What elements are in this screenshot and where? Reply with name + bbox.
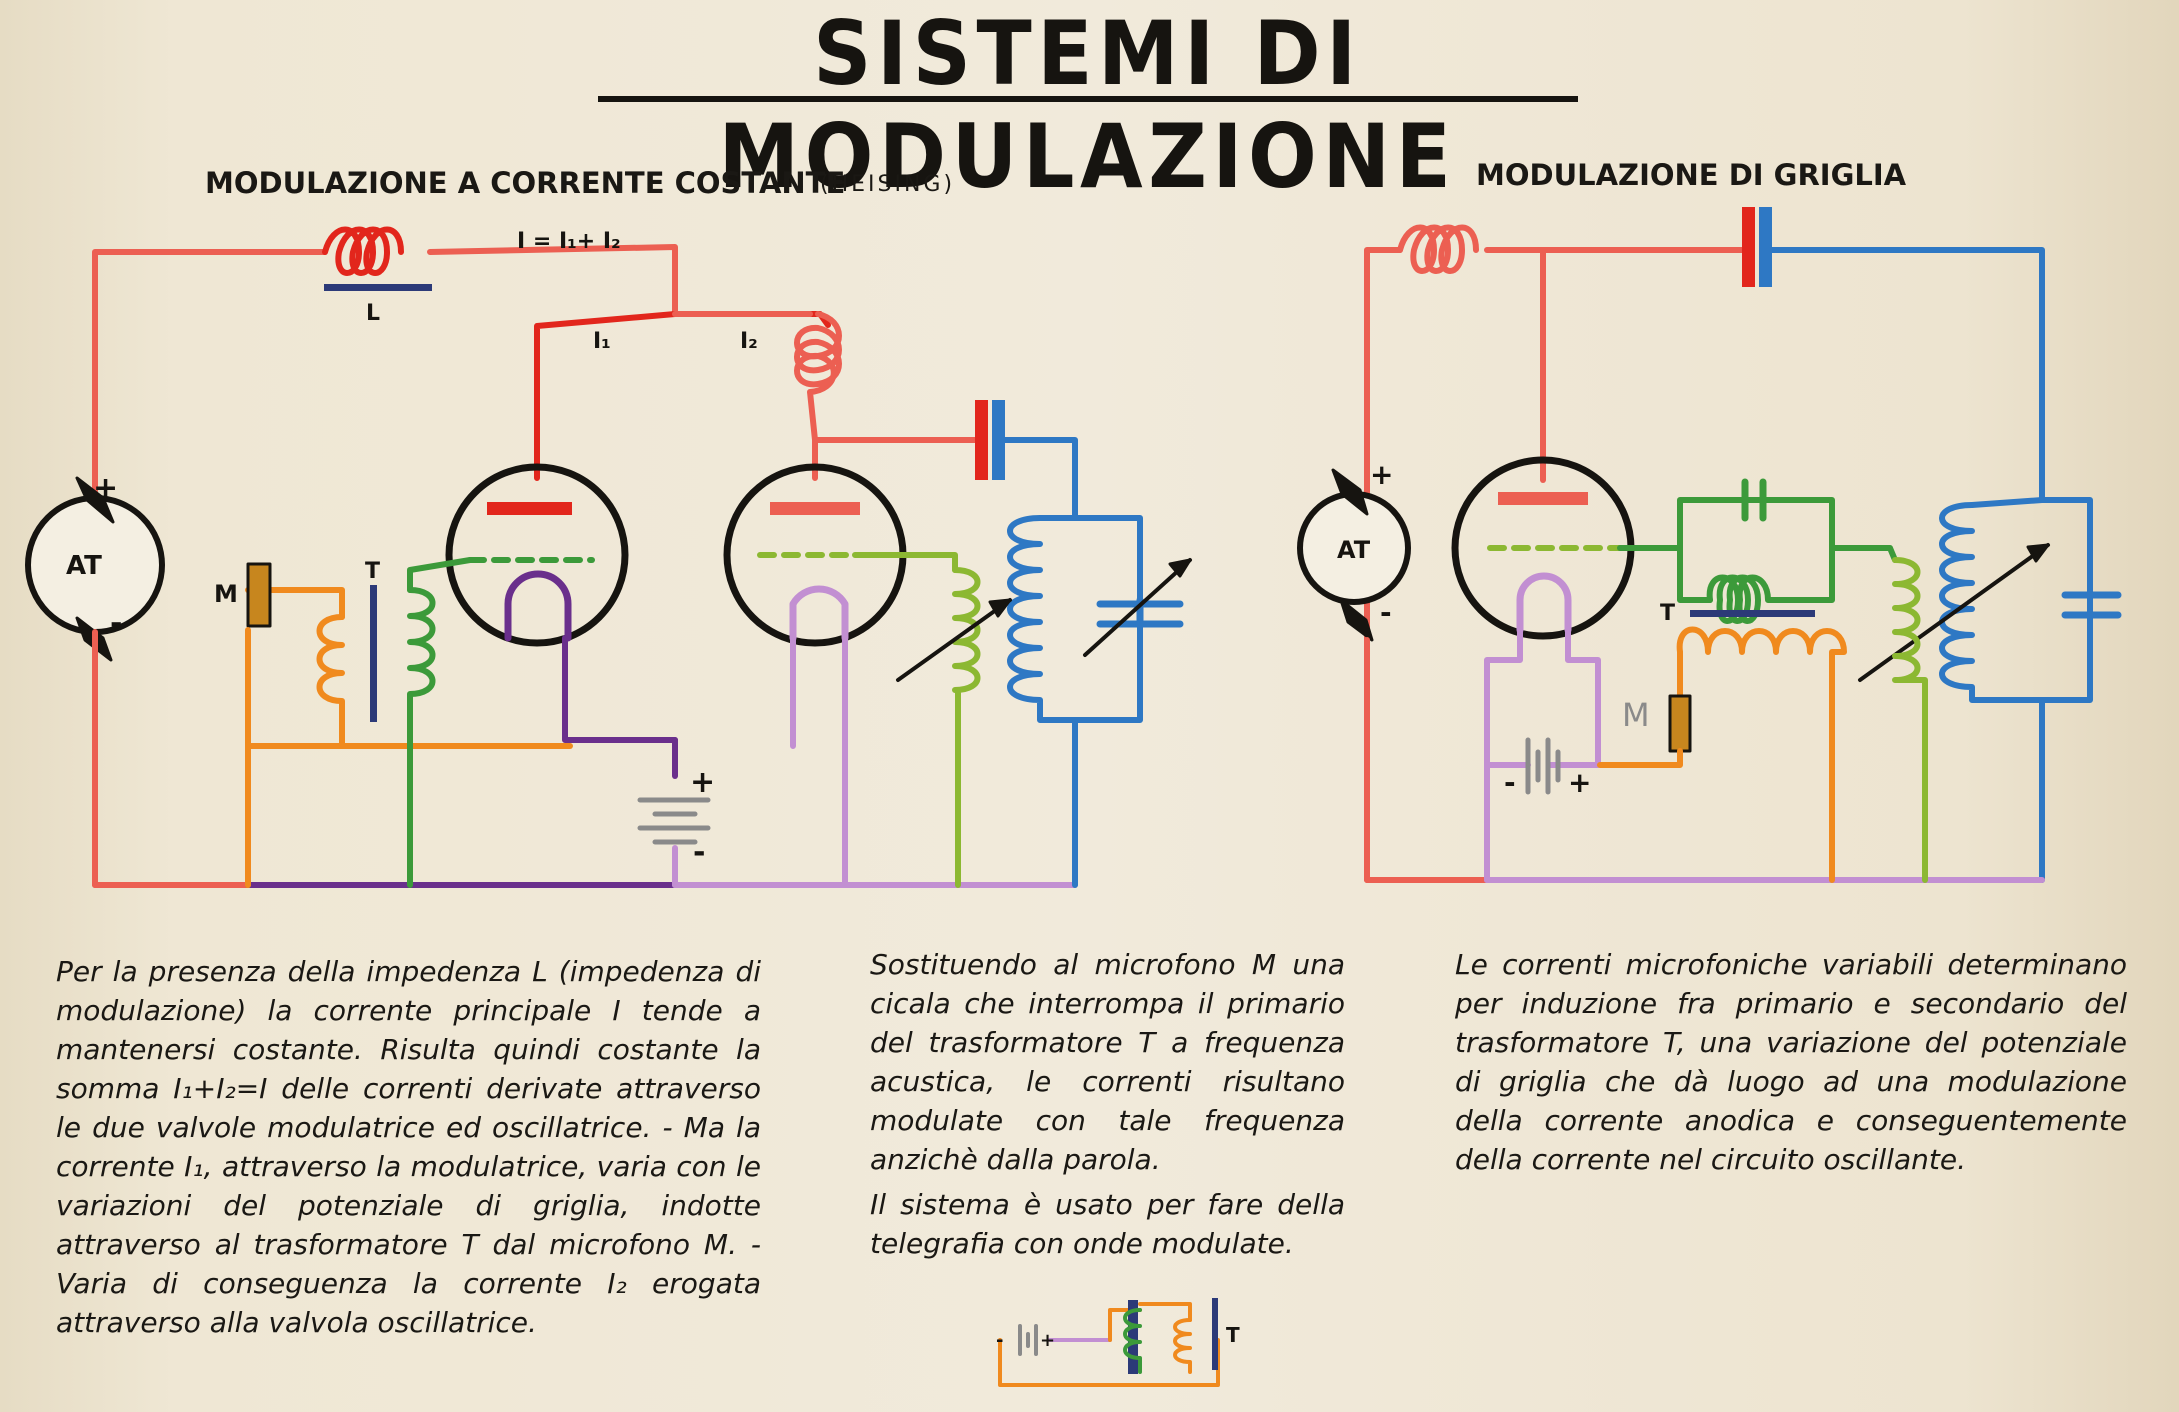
right-at-brush-bottom — [1339, 598, 1374, 642]
right-grid-wire — [1617, 497, 1898, 563]
coil-I2 — [794, 311, 842, 481]
left-coupling-cap-a — [975, 400, 988, 480]
modulator-anode — [487, 502, 572, 515]
right-coupling-cap-b — [1759, 207, 1772, 287]
right-battery — [1525, 737, 1561, 795]
right-wire-at-negative — [1364, 637, 1490, 883]
small-inset-diagram — [998, 1298, 1220, 1387]
right-tank-coil — [1939, 502, 2045, 703]
left-label-plus: + — [93, 471, 118, 506]
page-title: SISTEMI DI MODULAZIONE — [718, 2, 1457, 208]
right-coupling-arrowhead — [2026, 543, 2050, 563]
left-transformer-secondary — [407, 587, 436, 888]
left-coupling-arrowhead — [988, 598, 1012, 618]
modulator-filament — [504, 570, 572, 642]
inset-buzzer-coil — [1123, 1308, 1142, 1374]
left-grid-coil-wire — [852, 552, 958, 573]
left-variable-cap-arrow — [1083, 558, 1192, 657]
right-heading: MODULAZIONE DI GRIGLIA — [1476, 158, 1907, 192]
right-microphone — [1668, 694, 1692, 753]
inset-label-T: T — [1226, 1323, 1240, 1347]
text-column-2-paragraph-1: Sostituendo al microfono M una cicala ch… — [870, 948, 1345, 1176]
left-label-T: T — [365, 559, 380, 584]
text-column-1: Per la presenza della impedenza L (imped… — [56, 952, 761, 1344]
modulator-tube — [445, 463, 629, 647]
text-column-1-paragraph: Per la presenza della impedenza L (imped… — [56, 955, 761, 1339]
oscillator-filament-wires — [790, 635, 848, 888]
inductor-L-core — [324, 284, 432, 291]
right-mic-wire — [1597, 748, 1683, 768]
right-transformer-core — [1690, 610, 1815, 617]
right-grid-coil — [1892, 557, 1928, 883]
right-tube-filament — [1516, 572, 1572, 634]
right-grid-cap — [1741, 478, 1767, 522]
left-battery — [637, 797, 711, 845]
right-coupling-cap-a — [1742, 207, 1755, 287]
left-heading-note: (HEISING) — [820, 172, 956, 197]
right-filament-wires — [1484, 627, 1601, 883]
label-inductor-L: L — [366, 301, 380, 326]
right-label-T: T — [1660, 601, 1675, 626]
text-column-2: Sostituendo al microfono M una cicala ch… — [870, 945, 1345, 1265]
modulator-filament-wire — [562, 635, 678, 743]
text-column-2-paragraph-2: Il sistema è usato per fare della telegr… — [870, 1188, 1345, 1260]
left-at-brush-top — [75, 476, 115, 524]
right-transformer-primary — [1676, 626, 1847, 883]
right-tank-coil-top — [1969, 497, 2045, 508]
left-transformer-core — [370, 585, 377, 722]
right-label-M: M — [1622, 696, 1650, 734]
left-battery-plus: + — [690, 765, 715, 800]
left-tank-wire — [1002, 437, 1143, 888]
right-label-AT: AT — [1337, 536, 1371, 564]
right-label-plus: + — [1370, 458, 1393, 491]
left-coupling-cap-b — [992, 400, 1005, 480]
left-wire-i1 — [534, 311, 831, 481]
title-underline — [598, 96, 1578, 102]
right-tube-anode — [1498, 492, 1588, 505]
right-at-brush-top — [1331, 468, 1369, 516]
left-microphone — [246, 562, 272, 628]
right-coupling-arrow — [1858, 543, 2050, 682]
left-battery-minus: - — [693, 835, 705, 870]
text-column-3-paragraph: Le correnti microfoniche variabili deter… — [1455, 948, 2127, 1176]
left-transformer-primary — [245, 614, 345, 888]
left-grid-coil — [952, 567, 981, 888]
inset-transformer-primary — [1173, 1318, 1192, 1374]
inductor-L-coil — [322, 226, 404, 276]
label-current-sum: I = I₁+ I₂ — [517, 229, 621, 254]
right-label-minus: - — [1380, 596, 1392, 629]
left-label-AT: AT — [66, 551, 102, 581]
inset-transformer-core — [1212, 1298, 1218, 1370]
right-choke-coil — [1397, 224, 1479, 274]
label-current-1: I₁ — [593, 329, 611, 354]
left-label-minus: - — [110, 606, 122, 641]
left-heading: MODULAZIONE A CORRENTE COSTANTE — [205, 166, 846, 200]
left-coupling-arrow — [896, 598, 1012, 682]
label-current-2: I₂ — [740, 329, 758, 354]
left-tank-coil — [1007, 515, 1078, 723]
oscillator-anode — [770, 502, 860, 515]
inset-battery — [1018, 1324, 1038, 1356]
left-circuit — [25, 226, 1192, 888]
right-transformer-secondary — [1706, 545, 1835, 624]
right-tank-variable-cap — [2061, 591, 2122, 619]
inset-transformer-wire — [1138, 1302, 1192, 1322]
left-grid-wire — [407, 557, 473, 593]
text-column-3: Le correnti microfoniche variabili deter… — [1455, 945, 2127, 1181]
right-circuit — [1297, 207, 2122, 883]
oscillator-filament — [789, 585, 849, 642]
left-wire-main — [427, 244, 678, 315]
left-variable-cap-arrowhead — [1168, 558, 1192, 578]
right-battery-minus: - — [1504, 766, 1516, 799]
inset-label-minus: - — [996, 1330, 1003, 1351]
inset-buzzer-core — [1128, 1300, 1138, 1374]
right-battery-plus: + — [1568, 766, 1591, 799]
left-transformer-primary-top — [267, 587, 345, 620]
right-grid-leak-wire — [1677, 545, 1713, 603]
inset-label-plus: + — [1040, 1330, 1055, 1351]
right-tank-wire — [1769, 247, 2093, 883]
left-label-M: M — [214, 580, 238, 608]
